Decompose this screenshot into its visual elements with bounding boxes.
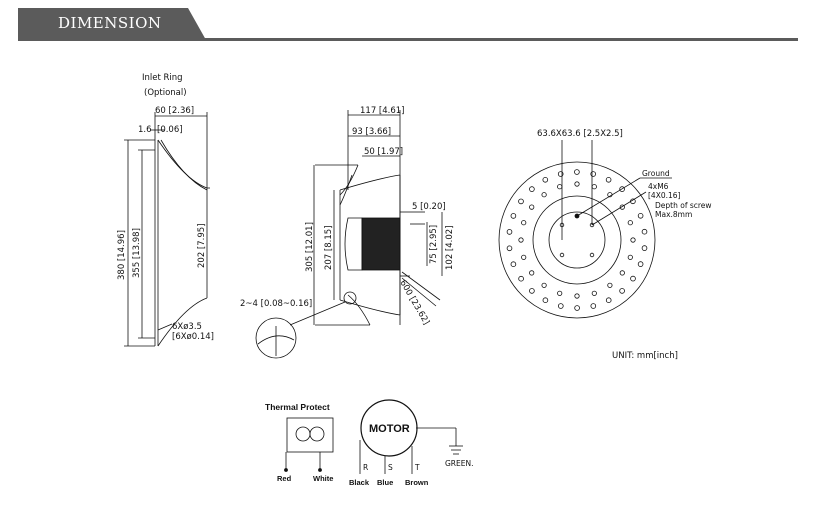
- inlet-width-label: 60 [2.36]: [155, 106, 194, 116]
- ground-label: Ground: [642, 169, 670, 178]
- vent-hole: [641, 245, 648, 251]
- section-divider: [18, 38, 798, 41]
- wire-s-label: S: [388, 463, 393, 472]
- vent-hole: [557, 290, 563, 296]
- fan-front-view: 63.6X63.6 [2.5X2.5] Ground 4xM6 [4X0.16]…: [498, 129, 712, 361]
- vent-hole: [591, 184, 597, 190]
- wire-blue-label: Blue: [377, 478, 393, 487]
- side-inlet-dim: 207 [8.15]: [324, 226, 334, 270]
- motor-body: [361, 217, 401, 271]
- section-header-tab: DIMENSION: [18, 8, 206, 40]
- vent-hole: [605, 177, 612, 183]
- side-body-dim: 93 [3.66]: [352, 127, 391, 137]
- vent-hole: [557, 303, 564, 309]
- screw-depth-label: Depth of screw: [655, 201, 712, 210]
- vent-hole: [574, 181, 580, 187]
- wire-red-label: Red: [277, 474, 292, 483]
- vent-hole: [574, 293, 580, 299]
- inlet-ring-drawing: Inlet Ring (Optional) 60 [2.36] 1.6 [0.0…: [117, 73, 214, 347]
- vent-hole: [619, 186, 625, 192]
- vent-hole: [630, 275, 636, 282]
- screw-depth-max: Max.8mm: [655, 210, 692, 219]
- vent-hole: [541, 282, 547, 288]
- inlet-inner-dim: 202 [7.95]: [197, 224, 207, 268]
- vent-hole: [518, 275, 524, 282]
- vent-hole: [529, 186, 535, 192]
- vent-hole: [591, 290, 597, 296]
- side-total-dim: 117 [4.61]: [360, 106, 404, 116]
- vent-hole: [627, 220, 633, 226]
- wire-white-label: White: [313, 474, 333, 483]
- wire-brown-label: Brown: [405, 478, 429, 487]
- vent-hole: [574, 169, 580, 175]
- vent-hole: [630, 237, 636, 243]
- inlet-outer-dim: 380 [14.96]: [117, 230, 127, 280]
- vent-hole: [574, 305, 580, 311]
- vent-hole: [518, 198, 524, 205]
- wire-r-label: R: [363, 463, 368, 472]
- vent-hole: [557, 184, 563, 190]
- vent-hole: [590, 303, 597, 309]
- wire-black-label: Black: [349, 478, 370, 487]
- vent-hole: [542, 297, 549, 304]
- vent-hole: [630, 198, 636, 205]
- vent-hole: [521, 220, 527, 226]
- front-pitch-dim: 63.6X63.6 [2.5X2.5]: [537, 129, 623, 139]
- vent-hole: [542, 177, 549, 183]
- inlet-thickness-inch: [0.06]: [157, 125, 183, 135]
- inlet-ring-subtitle: (Optional): [144, 88, 187, 98]
- side-hub-dim: 50 [1.97]: [364, 147, 403, 157]
- vent-hole: [590, 171, 596, 177]
- inlet-thickness-label: 1.6: [138, 125, 152, 135]
- inlet-mid-dim: 355 [13.98]: [132, 228, 142, 278]
- inlet-holes-inch: [6Xø0.14]: [172, 332, 214, 342]
- vent-hole: [518, 237, 524, 243]
- vent-hole: [529, 270, 535, 276]
- wire-t-label: T: [414, 463, 420, 472]
- side-detail-dim: 2~4 [0.08~0.16]: [240, 299, 312, 309]
- side-cable-dim: 600 [23.62]: [397, 279, 431, 327]
- fan-side-view: 117 [4.61] 93 [3.66] 50 [1.97] 5 [0.20] …: [240, 106, 455, 359]
- side-height-dim: 305 [12.01]: [305, 222, 315, 272]
- section-title: DIMENSION: [58, 14, 162, 32]
- vent-hole: [529, 288, 535, 294]
- unit-label: UNIT: mm[inch]: [612, 351, 678, 361]
- vent-hole: [529, 204, 535, 210]
- side-motor-dim-a: 75 [2.95]: [429, 225, 439, 264]
- vent-hole: [506, 245, 513, 252]
- vent-hole: [557, 171, 564, 177]
- side-motor-dim-b: 102 [4.02]: [445, 226, 455, 270]
- vent-hole: [510, 213, 517, 219]
- vent-hole: [637, 261, 644, 267]
- vent-hole: [506, 229, 513, 235]
- vent-hole: [619, 204, 625, 210]
- vent-hole: [541, 192, 547, 198]
- screw-size-label: 4xM6: [648, 182, 669, 191]
- inlet-ring-title: Inlet Ring: [142, 73, 183, 83]
- wiring-diagram: Thermal Protect Red White MOTOR R S T Bl…: [265, 399, 474, 487]
- vent-hole: [641, 228, 648, 235]
- wire-green-label: GREEN.: [445, 459, 474, 468]
- vent-hole: [510, 261, 517, 268]
- motor-label: MOTOR: [369, 423, 410, 435]
- vent-hole: [619, 270, 625, 276]
- vent-hole: [607, 282, 613, 288]
- vent-hole: [607, 192, 613, 198]
- vent-hole: [637, 213, 644, 219]
- side-gap-dim: 5 [0.20]: [412, 202, 446, 212]
- vent-hole: [619, 288, 625, 294]
- thermal-protect-title: Thermal Protect: [265, 402, 330, 412]
- vent-hole: [627, 254, 633, 260]
- screw-size-inch: [4X0.16]: [648, 191, 681, 200]
- inlet-holes-label: 6Xø3.5: [172, 322, 202, 332]
- vent-hole: [605, 297, 612, 304]
- vent-hole: [521, 254, 527, 260]
